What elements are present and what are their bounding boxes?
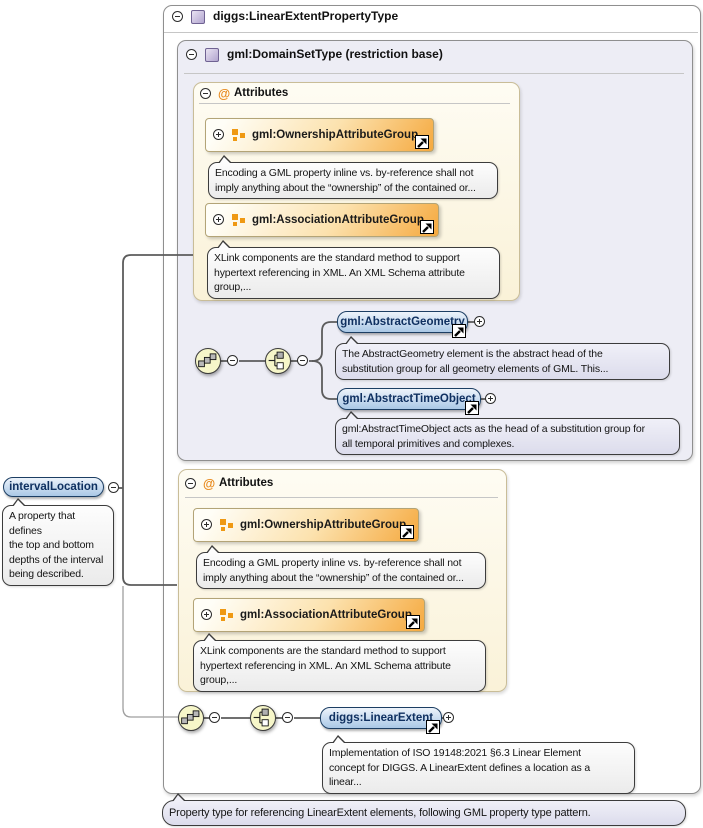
- domain-set-title: gml:DomainSetType (restriction base): [227, 47, 443, 61]
- collapse-interval-location-icon[interactable]: [108, 482, 119, 493]
- sequence-icon[interactable]: [178, 705, 204, 731]
- abstract-time-object-label: gml:AbstractTimeObject: [342, 393, 476, 405]
- association-group-label: gml:AssociationAttributeGroup: [252, 214, 424, 226]
- interval-location-tooltip: A property that defines the top and bott…: [2, 498, 114, 586]
- root-type-title: diggs:LinearExtentPropertyType: [213, 9, 399, 23]
- abstract-time-object-tooltip: gml:AbstractTimeObject acts as the head …: [335, 411, 680, 455]
- attribute-at-icon: @: [218, 87, 231, 101]
- jump-to-definition-icon[interactable]: [420, 220, 434, 234]
- jump-to-definition-icon[interactable]: [426, 720, 440, 734]
- choice-icon[interactable]: [250, 705, 276, 731]
- attribute-group-icon: [220, 518, 233, 531]
- root-header-divider: [164, 32, 698, 33]
- abstract-geometry-tooltip: The AbstractGeometry element is the abst…: [335, 336, 670, 380]
- ownership-group-label: gml:OwnershipAttributeGroup: [240, 519, 407, 531]
- collapse-root-icon[interactable]: [172, 11, 183, 22]
- attributes1-divider: [199, 103, 510, 104]
- expand-linear-extent-icon[interactable]: [443, 712, 454, 723]
- collapse-sequence-icon[interactable]: [209, 712, 220, 723]
- jump-to-definition-icon[interactable]: [400, 525, 414, 539]
- property-type-footer-tooltip: Property type for referencing LinearExte…: [162, 793, 686, 826]
- interval-location-label: intervalLocation: [9, 481, 98, 493]
- attributes1-label: Attributes: [234, 87, 289, 99]
- collapse-attributes2-icon[interactable]: [185, 478, 196, 489]
- choice-icon[interactable]: [265, 348, 291, 374]
- ownership-attribute-group[interactable]: gml:OwnershipAttributeGroup: [205, 118, 434, 152]
- sequence-icon[interactable]: [195, 348, 221, 374]
- abstract-geometry-label: gml:AbstractGeometry: [340, 316, 465, 328]
- attribute-group-icon: [232, 213, 245, 226]
- linear-extent-element[interactable]: diggs:LinearExtent: [320, 707, 442, 734]
- interval-location-element[interactable]: intervalLocation: [3, 477, 104, 497]
- attribute-group-icon: [220, 608, 233, 621]
- collapse-attributes1-icon[interactable]: [200, 88, 211, 99]
- expand-abstract-time-object-icon[interactable]: [485, 393, 496, 404]
- attribute-at-icon: @: [203, 477, 216, 491]
- expand-icon[interactable]: [201, 519, 212, 530]
- abstract-geometry-element[interactable]: gml:AbstractGeometry: [337, 311, 468, 338]
- collapse-sequence-icon[interactable]: [227, 355, 238, 366]
- jump-to-definition-icon[interactable]: [452, 324, 466, 338]
- jump-to-definition-icon[interactable]: [465, 401, 479, 415]
- jump-to-definition-icon[interactable]: [415, 135, 429, 149]
- expand-icon[interactable]: [213, 214, 224, 225]
- attributes2-label: Attributes: [219, 477, 274, 489]
- abstract-time-object-element[interactable]: gml:AbstractTimeObject: [337, 388, 481, 415]
- linear-extent-tooltip: Implementation of ISO 19148:2021 §6.3 Li…: [322, 735, 635, 794]
- ownership-attribute-group[interactable]: gml:OwnershipAttributeGroup: [193, 508, 419, 542]
- expand-icon[interactable]: [201, 609, 212, 620]
- expand-abstract-geometry-icon[interactable]: [474, 316, 485, 327]
- attribute-group-icon: [232, 128, 245, 141]
- domainset-header-divider: [184, 73, 684, 74]
- ownership-group-label: gml:OwnershipAttributeGroup: [252, 129, 419, 141]
- ownership-tooltip: Encoding a GML property inline vs. by-re…: [208, 155, 498, 199]
- attributes2-divider: [185, 497, 498, 498]
- jump-to-definition-icon[interactable]: [406, 615, 420, 629]
- expand-icon[interactable]: [213, 129, 224, 140]
- complex-type-icon: [205, 48, 219, 62]
- collapse-choice-icon[interactable]: [297, 355, 308, 366]
- collapse-choice-icon[interactable]: [282, 712, 293, 723]
- association-tooltip: XLink components are the standard method…: [193, 633, 486, 692]
- association-attribute-group[interactable]: gml:AssociationAttributeGroup: [193, 598, 425, 632]
- ownership-tooltip: Encoding a GML property inline vs. by-re…: [196, 545, 486, 589]
- association-attribute-group[interactable]: gml:AssociationAttributeGroup: [205, 203, 439, 237]
- association-tooltip: XLink components are the standard method…: [207, 240, 500, 299]
- association-group-label: gml:AssociationAttributeGroup: [240, 609, 412, 621]
- collapse-domainset-icon[interactable]: [186, 49, 197, 60]
- linear-extent-label: diggs:LinearExtent: [328, 712, 434, 724]
- complex-type-icon: [191, 10, 205, 24]
